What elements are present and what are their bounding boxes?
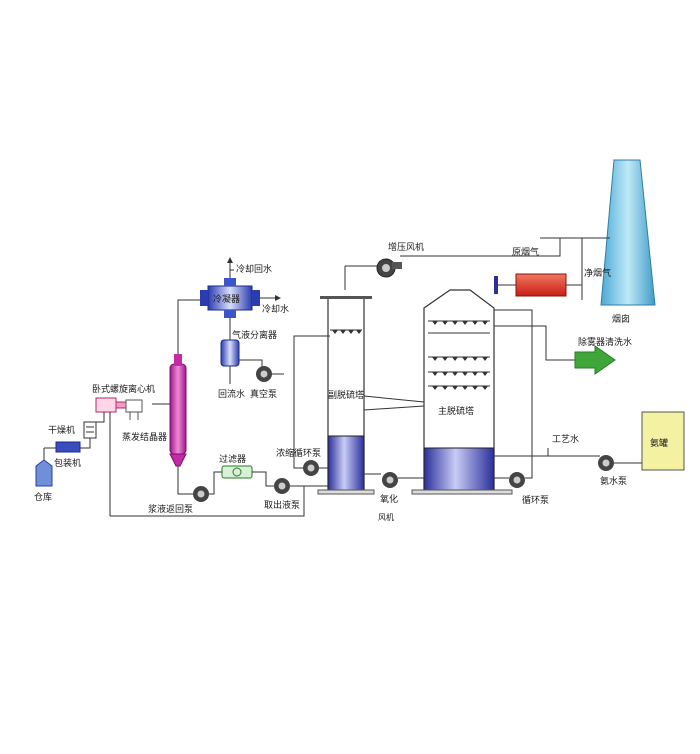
pipe-conc-loop xyxy=(293,335,330,469)
label-chimney: 烟囱 xyxy=(612,313,630,325)
secondary-tower-liquid xyxy=(327,435,365,491)
crystallizer-top xyxy=(174,354,182,366)
label-warehouse: 仓库 xyxy=(34,491,52,503)
pipe-dryer-to-packing xyxy=(80,438,91,449)
label-demister-wash: 除雾器清洗水 xyxy=(578,336,632,348)
ammonia-tank xyxy=(641,411,685,471)
label-concentrate-pump: 浓缩循环泵 xyxy=(276,447,321,459)
label-ammonia-pump: 氨水泵 xyxy=(600,475,627,487)
label-process-water: 工艺水 xyxy=(552,433,579,445)
condenser-flange-left xyxy=(200,290,208,306)
label-cooling-water: 冷却水 xyxy=(262,303,289,315)
circulation-pump xyxy=(509,472,525,488)
secondary-tower-base xyxy=(317,489,375,495)
oxidation-fan xyxy=(382,472,398,488)
label-cooling-return: 冷却回水 xyxy=(236,263,272,275)
label-return-water: 回流水 xyxy=(218,388,245,400)
label-secondary-tower: 副脱硫塔 xyxy=(328,389,364,401)
pipe-filter-out xyxy=(252,471,274,487)
pipe-return-to-filter xyxy=(209,471,222,495)
vacuum-pump xyxy=(256,366,272,382)
pipe-vapor-to-condenser xyxy=(177,299,200,354)
horizontal-centrifuge xyxy=(95,397,143,420)
filter-element-icon xyxy=(232,467,242,477)
nozzle-icon xyxy=(332,330,362,334)
warehouse xyxy=(35,459,53,487)
pipe-centrifuge-to-dryer xyxy=(92,412,105,423)
slurry-return-pump xyxy=(193,486,209,502)
gas-heater xyxy=(515,273,567,297)
main-tower-liquid xyxy=(423,447,495,491)
dryer xyxy=(83,421,97,439)
condenser-flange-right xyxy=(252,290,260,306)
pipe-circ-loop xyxy=(494,309,533,479)
crystallizer-bottom xyxy=(169,453,187,467)
duct-raw-gas xyxy=(400,238,561,257)
demister-arrow-icon xyxy=(574,345,616,375)
pipe-bottom-loop xyxy=(110,486,305,517)
pipe-return-up xyxy=(177,466,193,495)
duct-flange xyxy=(494,276,498,294)
pipe-demister-wash xyxy=(494,325,575,361)
label-centrifuge: 卧式螺旋离心机 xyxy=(92,383,155,395)
duct-tower-link-bottom xyxy=(363,405,425,411)
label-separator: 气液分离器 xyxy=(232,329,277,341)
label-filter: 过滤器 xyxy=(219,453,246,465)
label-fan: 风机 xyxy=(378,512,394,522)
label-packing-machine: 包装机 xyxy=(54,457,81,469)
packing-machine xyxy=(55,441,81,453)
evaporative-crystallizer xyxy=(169,363,187,455)
label-slurry-return-pump: 浆液返回泵 xyxy=(148,503,193,515)
concentrate-circulation-pump xyxy=(303,460,319,476)
condenser-top-nozzle xyxy=(224,278,236,286)
label-condenser: 冷凝器 xyxy=(213,293,240,305)
booster-fan xyxy=(376,258,402,278)
chimney xyxy=(600,159,656,306)
label-booster-fan: 增压风机 xyxy=(388,241,424,253)
label-main-tower: 主脱硫塔 xyxy=(438,405,474,417)
label-crystallizer: 蒸发结晶器 xyxy=(122,431,167,443)
secondary-tower-cap xyxy=(320,296,372,299)
gas-liquid-separator xyxy=(220,339,240,367)
label-ammonia-tank: 氨罐 xyxy=(650,437,668,449)
ammonia-water-pump xyxy=(598,455,614,471)
main-tower-base xyxy=(411,489,513,495)
label-extraction-pump: 取出液泵 xyxy=(264,499,300,511)
main-tower-spray-levels xyxy=(428,320,490,390)
extraction-pump xyxy=(274,478,290,494)
label-vacuum-pump: 真空泵 xyxy=(250,388,277,400)
condenser-bottom-nozzle xyxy=(224,310,236,318)
duct-tower-link-top xyxy=(363,395,425,403)
label-circulation-pump: 循环泵 xyxy=(522,494,549,506)
label-clean-flue-gas: 净烟气 xyxy=(584,267,611,279)
label-dryer: 干燥机 xyxy=(48,424,75,436)
label-oxidation: 氧化 xyxy=(380,493,398,505)
label-raw-flue-gas: 原烟气 xyxy=(512,246,539,258)
